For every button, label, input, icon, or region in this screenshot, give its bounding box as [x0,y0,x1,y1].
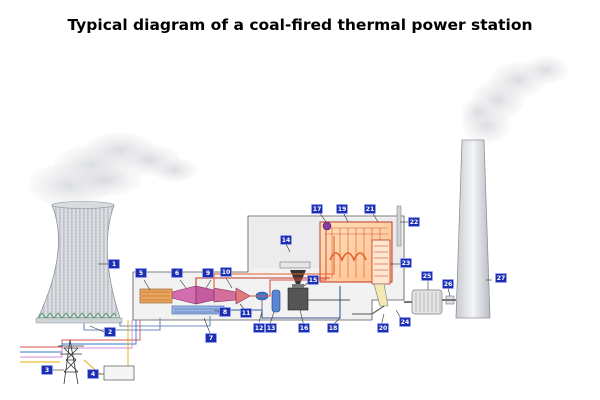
label-text: 5 [139,270,143,277]
label-22: 22 [408,217,420,227]
label-23: 23 [400,258,412,268]
label-4: 4 [87,369,99,379]
piping [83,230,385,331]
label-text: 17 [313,206,322,213]
label-text: 10 [222,269,231,276]
chimney-stack [455,139,491,319]
label-7: 7 [205,333,217,343]
label-1: 1 [108,259,120,269]
label-text: 2 [108,329,112,336]
transformer [103,365,135,381]
label-text: 11 [242,310,251,317]
label-19: 19 [336,204,348,214]
label-14: 14 [280,235,292,245]
label-text: 8 [223,309,227,316]
label-text: 21 [366,206,375,213]
label-24: 24 [399,317,411,327]
cooling-tower [35,201,123,324]
precipitator [404,289,456,315]
label-text: 18 [329,325,338,332]
cooling-tower-vapour [28,132,197,207]
page-title: Typical diagram of a coal-fired thermal … [67,16,533,34]
label-12: 12 [253,323,265,333]
label-text: 7 [209,335,213,342]
label-text: 23 [402,260,411,267]
label-17: 17 [311,204,323,214]
label-10: 10 [220,267,232,277]
label-text: 27 [497,275,506,282]
label-21: 21 [364,204,376,214]
label-13: 13 [265,323,277,333]
label-text: 1 [112,261,116,268]
label-5: 5 [135,268,147,278]
chimney-smoke [462,56,568,143]
label-26: 26 [442,279,454,289]
label-16: 16 [298,323,310,333]
transmission-tower [58,339,84,385]
label-15: 15 [307,275,319,285]
label-11: 11 [240,308,252,318]
label-text: 12 [255,325,264,332]
label-text: 24 [401,319,410,326]
label-6: 6 [171,268,183,278]
label-text: 26 [444,281,453,288]
label-text: 15 [309,277,318,284]
label-text: 4 [91,371,96,378]
generator [139,288,173,304]
label-text: 16 [300,325,309,332]
label-text: 25 [423,273,432,280]
label-text: 19 [338,206,347,213]
label-text: 20 [379,325,388,332]
label-20: 20 [377,323,389,333]
label-27: 27 [495,273,507,283]
label-text: 13 [267,325,276,332]
label-text: 14 [282,237,291,244]
air-duct [373,205,402,307]
label-text: 6 [175,270,179,277]
label-8: 8 [219,307,231,317]
condenser [171,305,225,315]
label-text: 9 [206,270,210,277]
label-3: 3 [41,365,53,375]
boiler [319,221,393,285]
label-text: 3 [45,367,49,374]
label-9: 9 [202,268,214,278]
label-25: 25 [421,271,433,281]
label-text: 22 [410,219,419,226]
label-18: 18 [327,323,339,333]
label-2: 2 [104,327,116,337]
